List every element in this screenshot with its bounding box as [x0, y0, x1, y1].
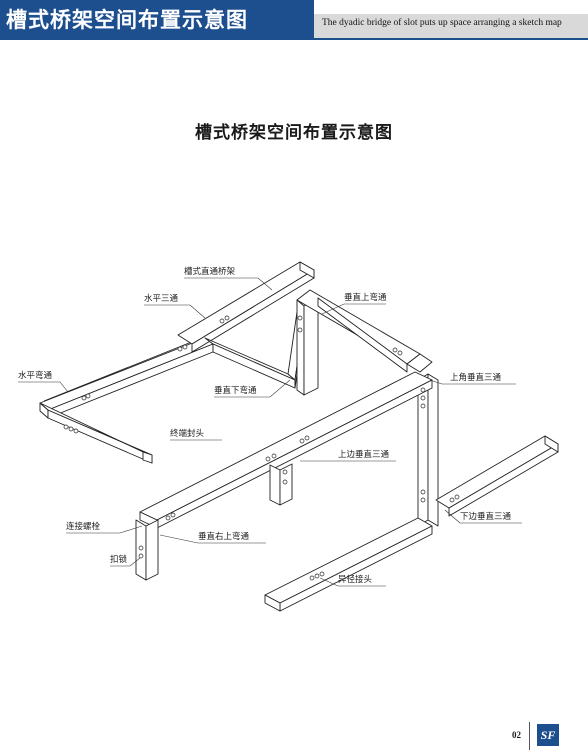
- label-vertical-down-bend: 垂直下弯通: [214, 385, 257, 396]
- label-horizontal-tee: 水平三通: [144, 293, 179, 304]
- upper-run: [296, 289, 433, 373]
- document-title: 槽式桥架空间布置示意图: [195, 123, 393, 143]
- logo-text: SF: [540, 728, 556, 742]
- right-vertical-drop: [417, 373, 439, 527]
- label-end-cap: 终端封头: [170, 428, 205, 439]
- label-vertical-right-up-bend: 垂直右上弯通: [198, 531, 250, 542]
- page-number: 02: [512, 730, 521, 740]
- end-cap-arm: [39, 402, 153, 464]
- label-straight-tray: 槽式直通桥架: [184, 266, 236, 277]
- header-title: 槽式桥架空间布置示意图: [6, 8, 248, 32]
- label-reducer: 异径接头: [338, 574, 373, 585]
- label-vertical-up-bend: 垂直上弯通: [344, 292, 387, 303]
- vertical-riser: [296, 297, 319, 396]
- middle-support-drop: [269, 463, 293, 506]
- reducer-run: [264, 517, 433, 612]
- header-rule: [0, 38, 588, 40]
- brand-logo: SF: [537, 724, 559, 746]
- header-title-band: 槽式桥架空间布置示意图: [0, 0, 314, 38]
- header-subtitle: The dyadic bridge of slot puts up space …: [322, 18, 562, 28]
- label-connecting-bolt: 连接螺栓: [66, 521, 101, 532]
- back-straight-run: [177, 261, 315, 353]
- front-vertical-drop: [135, 519, 159, 581]
- page-header: 槽式桥架空间布置示意图 The dyadic bridge of slot pu…: [0, 0, 588, 42]
- label-upper-side-vertical-tee: 上边垂直三通: [338, 449, 390, 460]
- footer-divider: [529, 722, 530, 750]
- lower-right-run: [435, 435, 559, 517]
- label-horizontal-bend: 水平弯通: [18, 370, 53, 381]
- label-upper-corner-vertical-tee: 上角垂直三通: [450, 372, 502, 383]
- label-lower-side-vertical-tee: 下边垂直三通: [460, 511, 512, 522]
- header-subtitle-strip: The dyadic bridge of slot puts up space …: [314, 14, 588, 38]
- label-buckle-lock: 扣锁: [110, 554, 128, 565]
